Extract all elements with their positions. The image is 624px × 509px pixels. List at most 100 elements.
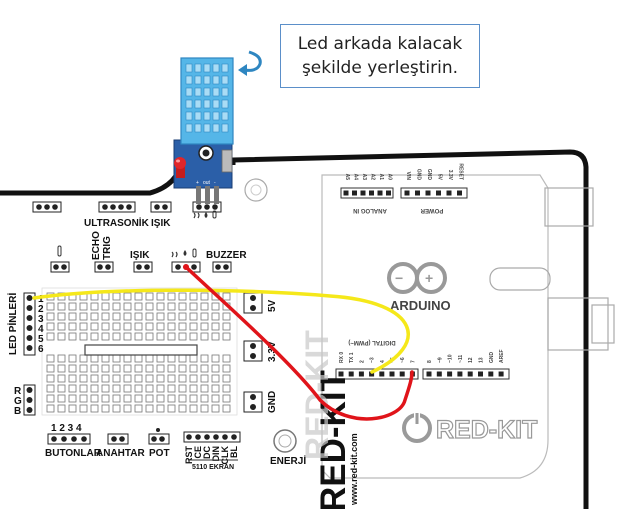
breadboard-hole bbox=[167, 322, 176, 331]
breadboard-hole bbox=[112, 374, 121, 383]
breadboard-hole bbox=[200, 302, 209, 311]
breadboard-hole bbox=[178, 374, 187, 383]
breadboard-hole bbox=[79, 312, 88, 321]
sensor-grille-slot bbox=[221, 111, 229, 121]
breadboard-hole bbox=[222, 354, 231, 363]
pin-label: ~6 bbox=[400, 357, 406, 363]
yellow-wire bbox=[32, 288, 410, 374]
enerji-led bbox=[273, 429, 297, 453]
breadboard-hole bbox=[178, 332, 187, 341]
breadboard-hole bbox=[134, 332, 143, 341]
rotate-arrow-icon bbox=[238, 50, 262, 76]
anahtar-label: ANAHTAR bbox=[96, 448, 145, 459]
breadboard-hole bbox=[156, 354, 165, 363]
breadboard-hole bbox=[211, 354, 220, 363]
breadboard-hole bbox=[134, 374, 143, 383]
header-pin bbox=[404, 190, 410, 196]
sensor-grille-slot bbox=[194, 99, 202, 109]
header-pin bbox=[399, 371, 405, 377]
breadboard-hole bbox=[79, 302, 88, 311]
power-jack bbox=[547, 297, 609, 351]
breadboard-hole bbox=[57, 384, 66, 393]
breadboard-hole bbox=[46, 354, 55, 363]
svg-text:−: − bbox=[395, 270, 403, 286]
breadboard-hole bbox=[167, 302, 176, 311]
redkit-logo-outline: RED-KIT bbox=[402, 412, 538, 445]
label-gnd: GND bbox=[267, 391, 278, 413]
breadboard-hole bbox=[90, 354, 99, 363]
sensor-pin-plus: + bbox=[196, 180, 199, 186]
pin-label: ~10 bbox=[448, 354, 454, 363]
breadboard-hole bbox=[156, 312, 165, 321]
breadboard-hole bbox=[189, 384, 198, 393]
power-header bbox=[400, 187, 468, 199]
breadboard-hole bbox=[90, 374, 99, 383]
pin-label: RESET bbox=[458, 163, 464, 180]
sensor-grille-slot bbox=[185, 75, 193, 85]
power-label: POWER bbox=[420, 207, 443, 213]
header-pin bbox=[358, 371, 364, 377]
led-pin-hole bbox=[26, 315, 33, 321]
header-pin bbox=[338, 371, 344, 377]
red-led bbox=[174, 157, 186, 178]
breadboard-hole bbox=[189, 354, 198, 363]
label-5v: 5V bbox=[267, 299, 278, 312]
breadboard-hole bbox=[57, 394, 66, 403]
breadboard-hole bbox=[123, 292, 132, 301]
header-pin bbox=[447, 371, 453, 377]
breadboard-hole bbox=[123, 322, 132, 331]
breadboard-hole bbox=[79, 332, 88, 341]
breadboard-hole bbox=[156, 394, 165, 403]
breadboard-hole bbox=[134, 384, 143, 393]
breadboard-hole bbox=[167, 292, 176, 301]
breadboard-hole bbox=[145, 302, 154, 311]
sensor-grille-slot bbox=[212, 111, 220, 121]
pin-label: ~11 bbox=[458, 355, 464, 363]
svg-text:+: + bbox=[425, 270, 433, 286]
breadboard-hole bbox=[167, 384, 176, 393]
pin-label: ~3 bbox=[370, 357, 376, 363]
sensor-grille-slot bbox=[221, 63, 229, 73]
lcd-pin-label: CE bbox=[193, 446, 203, 459]
header-pin bbox=[467, 371, 473, 377]
redkit-vertical-logo: RED-KIT bbox=[314, 370, 353, 509]
led-number-label: 6 bbox=[38, 344, 44, 355]
redkit-logo-text: RED-KIT bbox=[436, 416, 537, 444]
breadboard-hole bbox=[112, 332, 121, 341]
sensor-grille-slot bbox=[194, 75, 202, 85]
pin-label: GND bbox=[489, 352, 495, 364]
led-pin-hole bbox=[26, 305, 33, 311]
led-number-label: 5 bbox=[38, 334, 44, 345]
breadboard-hole bbox=[79, 394, 88, 403]
enerji-label: ENERJİ bbox=[270, 454, 306, 467]
breadboard-hole bbox=[211, 302, 220, 311]
breadboard-hole bbox=[156, 364, 165, 373]
breadboard-hole bbox=[156, 384, 165, 393]
breadboard-hole bbox=[222, 292, 231, 301]
breadboard-hole bbox=[90, 364, 99, 373]
breadboard-hole bbox=[68, 312, 77, 321]
header-ultrasonik bbox=[98, 201, 136, 213]
breadboard-hole bbox=[101, 354, 110, 363]
header-pin bbox=[377, 190, 383, 196]
lcd-label: 5110 EKRAN bbox=[192, 464, 234, 471]
breadboard-hole bbox=[112, 354, 121, 363]
breadboard-hole bbox=[222, 364, 231, 373]
sensor-grille-slot bbox=[221, 87, 229, 97]
breadboard-hole bbox=[57, 364, 66, 373]
breadboard-hole bbox=[90, 404, 99, 413]
butonlar-label: BUTONLAR bbox=[45, 448, 102, 459]
breadboard-hole bbox=[222, 312, 231, 321]
sensor-grille-slot bbox=[212, 123, 220, 133]
breadboard-hole bbox=[57, 404, 66, 413]
breadboard-hole bbox=[134, 394, 143, 403]
breadboard-hole bbox=[211, 332, 220, 341]
sensor-grille-slot bbox=[185, 87, 193, 97]
sensor-grille-slot bbox=[221, 75, 229, 85]
breadboard-hole bbox=[90, 312, 99, 321]
breadboard-hole bbox=[112, 292, 121, 301]
breadboard-hole bbox=[134, 404, 143, 413]
